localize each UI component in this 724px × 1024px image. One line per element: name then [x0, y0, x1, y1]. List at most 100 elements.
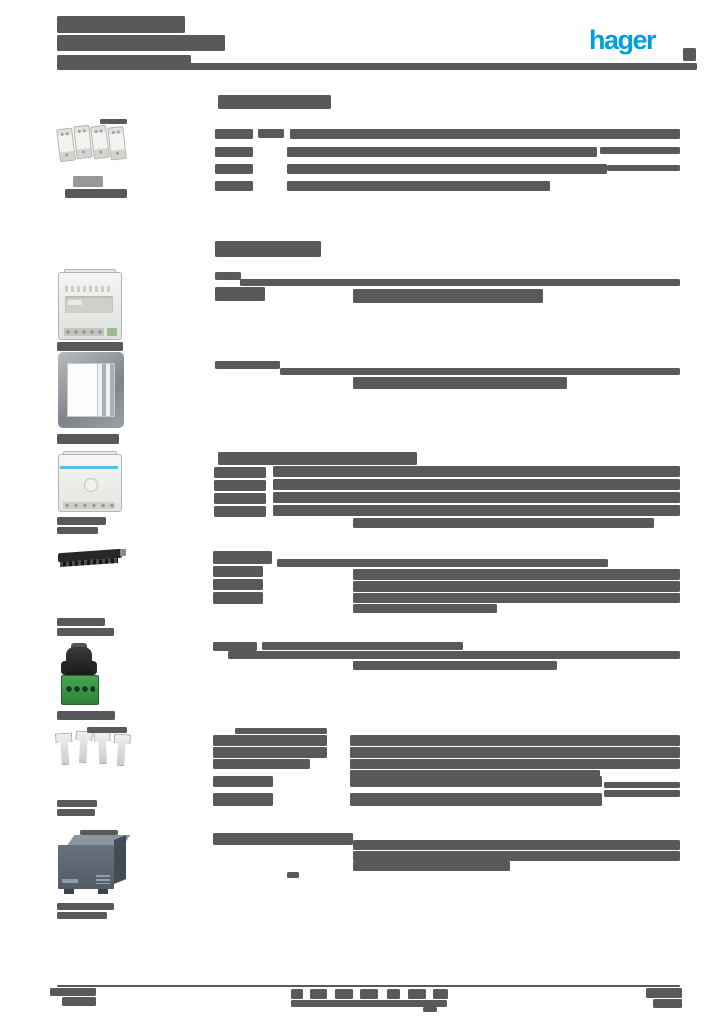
- product1-annotation-redaction: [100, 119, 127, 124]
- section4-text-redaction: [214, 506, 266, 517]
- section3-text-redaction: [353, 377, 567, 389]
- product7-annotation-redaction: [87, 727, 127, 733]
- module-dial-shape: [84, 478, 98, 492]
- section1-text-redaction: [287, 147, 597, 157]
- product-image-knx-power-supply: [58, 451, 122, 512]
- section7-text-redaction: [213, 776, 273, 787]
- section4-heading-redaction: [218, 452, 417, 465]
- section5-text-redaction: [213, 566, 263, 577]
- product7-caption-redaction: [57, 809, 95, 816]
- section2-text-redaction: [215, 287, 265, 301]
- footer-center-redaction: [408, 989, 426, 999]
- section4-text-redaction: [273, 479, 680, 490]
- section7-text-redaction: [350, 793, 602, 806]
- section5-text-redaction: [353, 604, 497, 613]
- hager-logo: hager: [589, 25, 657, 55]
- product-image-coupler-box: [58, 835, 131, 897]
- section7-text-redaction: [350, 735, 680, 746]
- section2-text-redaction: [215, 272, 241, 280]
- product-image-fixing-clips: [56, 731, 132, 765]
- section5-text-redaction: [353, 581, 680, 592]
- footer-center-redaction: [310, 989, 327, 999]
- product6-caption-redaction: [57, 711, 115, 720]
- section1-text-redaction: [600, 147, 680, 154]
- section5-text-redaction: [213, 551, 272, 564]
- header-rule: [57, 63, 697, 70]
- product8-annotation-redaction: [80, 830, 118, 835]
- section5-text-redaction: [353, 593, 680, 603]
- section5-text-redaction: [213, 579, 263, 590]
- footer-center-redaction: [335, 989, 353, 999]
- section7-text-redaction: [213, 735, 327, 746]
- section4-text-redaction: [273, 492, 680, 503]
- micro-module-shape: [107, 125, 127, 161]
- section1-text-redaction: [215, 164, 253, 174]
- section8-text-redaction: [353, 840, 680, 850]
- product-image-bus-connector: [60, 643, 99, 711]
- box-vents-shape: [96, 875, 110, 884]
- section8-text-redaction: [287, 872, 299, 878]
- clip-shape: [93, 732, 111, 765]
- footer-left-redaction: [62, 997, 96, 1006]
- product-image-antenna-bar: [58, 548, 126, 572]
- product8-caption-redaction: [57, 912, 107, 919]
- connector-green-terminal-shape: [61, 675, 99, 705]
- header-title-redaction: [57, 35, 225, 51]
- header-title-redaction: [57, 55, 191, 64]
- box-side-face-shape: [114, 835, 126, 884]
- footer-center-redaction: [291, 989, 303, 999]
- footer-center-redaction: [423, 1007, 437, 1012]
- module-vent-lines-shape: [65, 286, 113, 292]
- box-feet-shape: [64, 889, 108, 894]
- section4-text-redaction: [214, 493, 266, 504]
- section6-text-redaction: [353, 661, 557, 670]
- section2-heading-redaction: [215, 241, 321, 257]
- module-terminals-shape: [64, 328, 104, 336]
- product4-caption-redaction: [57, 527, 98, 534]
- section8-text-redaction: [213, 833, 353, 845]
- section1-text-redaction: [258, 129, 284, 138]
- blue-stripe-shape: [60, 466, 118, 469]
- section5-text-redaction: [353, 569, 680, 580]
- product7-caption-redaction: [57, 800, 97, 807]
- product-image-metal-frame: [58, 352, 124, 428]
- section7-text-redaction: [213, 759, 310, 769]
- clip-shape: [74, 731, 93, 764]
- frame-slats-shape: [97, 363, 115, 417]
- section4-text-redaction: [214, 467, 266, 478]
- section7-text-redaction: [350, 759, 680, 769]
- section5-text-redaction: [277, 559, 608, 567]
- section7-text-redaction: [213, 747, 327, 758]
- antenna-tip-shape: [120, 548, 126, 557]
- section2-text-redaction: [240, 279, 680, 286]
- section4-text-redaction: [214, 480, 266, 491]
- footer-center-redaction: [291, 1000, 447, 1007]
- section1-text-redaction: [287, 181, 550, 191]
- section7-text-redaction: [604, 782, 680, 788]
- section8-text-redaction: [353, 861, 510, 871]
- section6-text-redaction: [262, 642, 463, 650]
- product5-caption-redaction: [57, 628, 114, 636]
- section2-text-redaction: [353, 289, 543, 303]
- product5-caption-redaction: [57, 618, 105, 626]
- header-title-redaction: [57, 16, 185, 33]
- product4-caption-redaction: [57, 517, 106, 525]
- section6-text-redaction: [228, 651, 680, 659]
- module-terminals-shape: [63, 502, 115, 509]
- box-label-shape: [62, 879, 78, 883]
- product2-caption-redaction: [57, 342, 123, 351]
- section7-text-redaction: [350, 776, 602, 787]
- footer-page-number-redaction: [646, 988, 682, 998]
- section1-text-redaction: [287, 164, 607, 174]
- section6-text-redaction: [213, 642, 257, 651]
- product1-annotation-redaction: [73, 176, 103, 187]
- frame-window-shape: [67, 363, 99, 417]
- section7-text-redaction: [213, 793, 273, 806]
- product8-caption-redaction: [57, 903, 114, 910]
- product1-caption-redaction: [65, 189, 127, 198]
- section1-text-redaction: [607, 165, 680, 171]
- footer-center-redaction: [360, 989, 378, 999]
- section7-text-redaction: [235, 728, 327, 734]
- section7-text-redaction: [350, 747, 680, 758]
